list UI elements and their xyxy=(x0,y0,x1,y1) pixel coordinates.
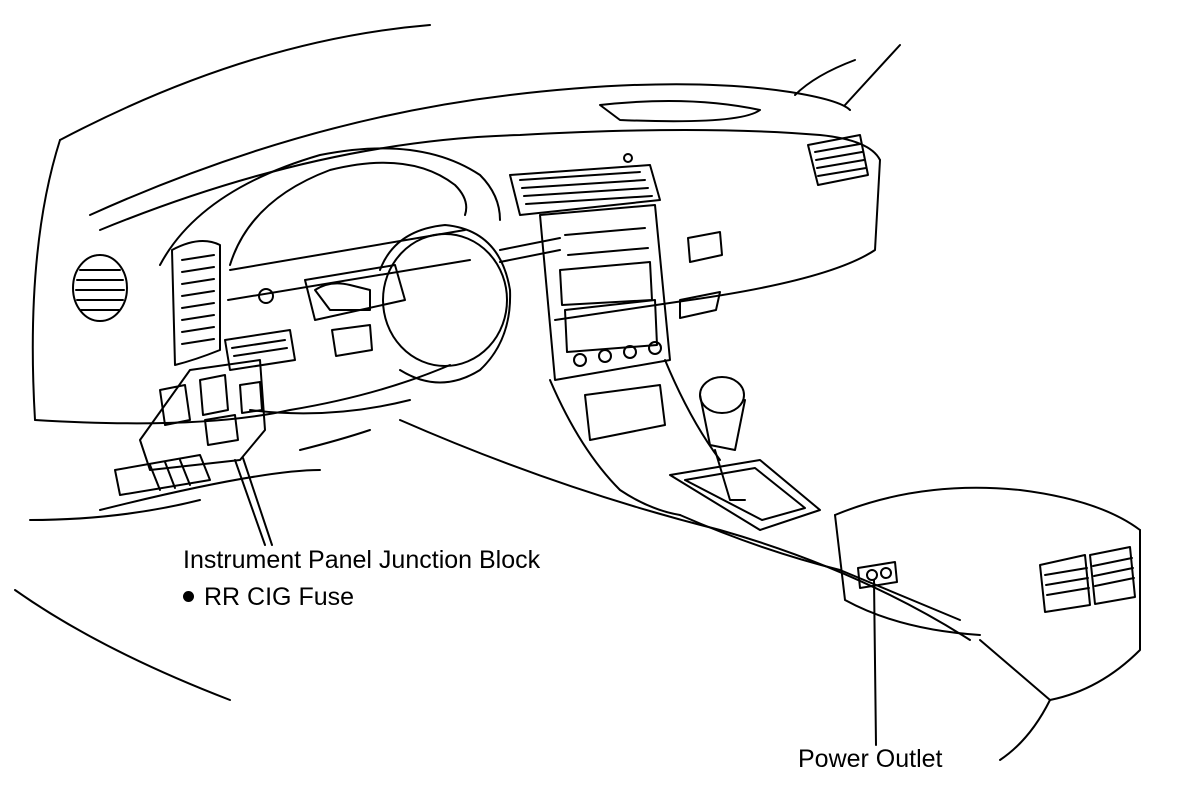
junction-block-area xyxy=(114,329,296,496)
fuse-label: RR CIG Fuse xyxy=(204,583,355,611)
passenger-vents xyxy=(679,134,869,319)
junction-block-label: Instrument Panel Junction Block xyxy=(183,546,541,574)
left-dash-vent xyxy=(171,240,221,366)
dashboard-top xyxy=(99,100,881,321)
rear-console xyxy=(834,486,1141,761)
windshield-outline xyxy=(31,24,901,421)
bullet-icon xyxy=(183,591,194,602)
steering-column xyxy=(304,224,561,384)
fuse-item: RR CIG Fuse xyxy=(183,585,354,610)
lower-dashboard xyxy=(29,364,971,641)
power-outlet-socket xyxy=(857,561,898,589)
power-outlet-label: Power Outlet xyxy=(798,745,943,773)
center-stack xyxy=(509,153,721,516)
left-door-vent xyxy=(72,254,128,322)
floor-outline xyxy=(14,589,231,701)
shift-console xyxy=(669,376,961,621)
junction-block-leader-line xyxy=(234,459,266,546)
power-outlet-leader-line xyxy=(873,579,877,746)
junction-block-leader-line-2 xyxy=(242,457,273,546)
instrument-cluster xyxy=(159,147,501,304)
